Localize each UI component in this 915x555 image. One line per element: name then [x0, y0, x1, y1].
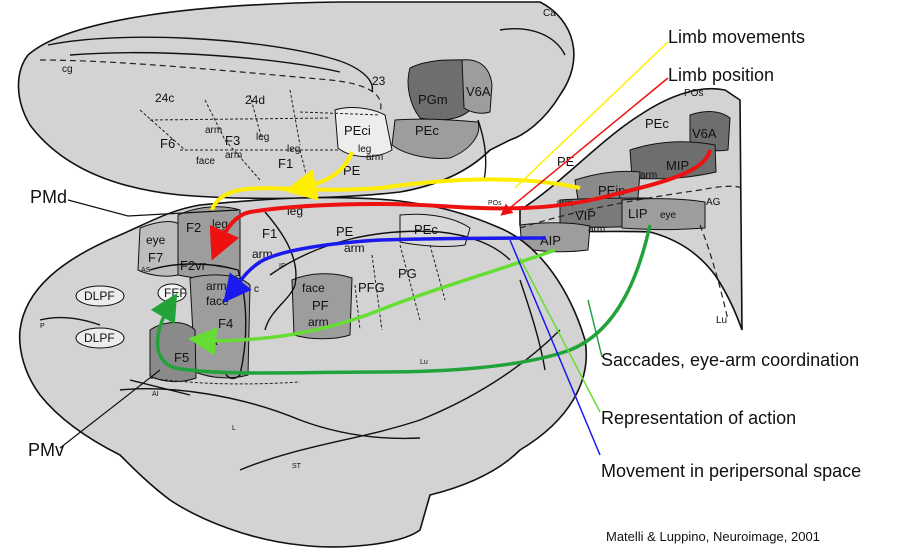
label-aip: AIP	[540, 233, 561, 248]
label-l: L	[232, 425, 236, 432]
label-fef: FEF	[164, 286, 187, 300]
label-pf: PF	[312, 298, 329, 313]
label-f7: F7	[148, 250, 163, 265]
label-eye-lateral: eye	[146, 233, 166, 247]
label-vip: VIP	[575, 208, 596, 223]
label-pg: PG	[398, 266, 417, 281]
label-c-lateral: c	[254, 284, 259, 295]
reference-citation: Matelli & Luppino, Neuroimage, 2001	[606, 529, 820, 544]
legend-limb-movements: Limb movements	[668, 27, 805, 47]
label-m-lateral: m	[194, 336, 202, 347]
label-pfg: PFG	[358, 280, 385, 295]
label-24d: 24d	[245, 93, 265, 107]
label-face-medial: face	[196, 156, 215, 167]
label-f1-lateral: F1	[262, 226, 277, 241]
label-f2: F2	[186, 220, 201, 235]
label-mip: MIP	[666, 158, 689, 173]
label-lip: LIP	[628, 206, 648, 221]
label-v6a-ips: V6A	[692, 126, 717, 141]
label-pos-ips: POs	[684, 88, 703, 99]
label-f3: F3	[225, 133, 240, 148]
medial-hemisphere: Ca cg 24c 24d 23 PGm V6A F6 F3 F1 PEci P…	[18, 2, 573, 198]
label-lu-lateral: Lu	[420, 359, 428, 366]
label-v6a-medial: V6A	[466, 84, 491, 99]
label-f2vr: F2vr	[180, 258, 207, 273]
label-pec-lateral: PEc	[414, 222, 438, 237]
legend-movement-space: Movement in peripersonal space	[601, 461, 861, 481]
label-arm-lateral-2: arm	[206, 279, 227, 293]
label-face-lateral-2: face	[302, 281, 325, 295]
label-eye-ips: eye	[660, 210, 677, 221]
label-arm-medial-2: arm	[225, 150, 242, 161]
label-ca: Ca	[543, 8, 556, 19]
label-arm-medial-1: arm	[205, 125, 222, 136]
label-dlpf-2: DLPF	[84, 331, 115, 345]
label-arm-medial-3: arm	[366, 152, 383, 163]
label-f5: F5	[174, 350, 189, 365]
label-leg-medial-2: leg	[287, 144, 300, 155]
label-st: ST	[292, 463, 302, 470]
callout-pmd: PMd	[30, 187, 67, 207]
label-as: AS	[141, 267, 151, 274]
label-24c: 24c	[155, 91, 174, 105]
label-ag: AG	[706, 197, 721, 208]
legend-saccades: Saccades, eye-arm coordination	[601, 350, 859, 370]
label-pos-lateral: POs	[488, 200, 502, 207]
label-ai: AI	[152, 391, 159, 398]
label-peci: PEci	[344, 123, 371, 138]
legend-limb-position: Limb position	[668, 65, 774, 85]
label-f6: F6	[160, 136, 175, 151]
label-cg: cg	[62, 64, 73, 75]
label-ip: IP	[279, 263, 286, 270]
label-pec-ips: PEc	[645, 116, 669, 131]
label-pe-lateral: PE	[336, 224, 354, 239]
label-dlpf-1: DLPF	[84, 289, 115, 303]
label-lu-ips: Lu	[716, 315, 727, 326]
label-f4: F4	[218, 316, 233, 331]
label-arm-ips-3: arm	[588, 224, 605, 235]
label-face-lateral-1: face	[206, 294, 229, 308]
label-arm-ips-1: arm	[640, 170, 657, 181]
callout-pmv: PMv	[28, 440, 64, 460]
label-p: P	[40, 323, 45, 330]
label-pgm: PGm	[418, 92, 448, 107]
label-23: 23	[372, 74, 386, 88]
label-pec-medial: PEc	[415, 123, 439, 138]
area-pgm-shape	[408, 60, 470, 120]
legend-representation: Representation of action	[601, 408, 796, 428]
label-leg-medial-1: leg	[256, 132, 269, 143]
label-f1-medial: F1	[278, 156, 293, 171]
